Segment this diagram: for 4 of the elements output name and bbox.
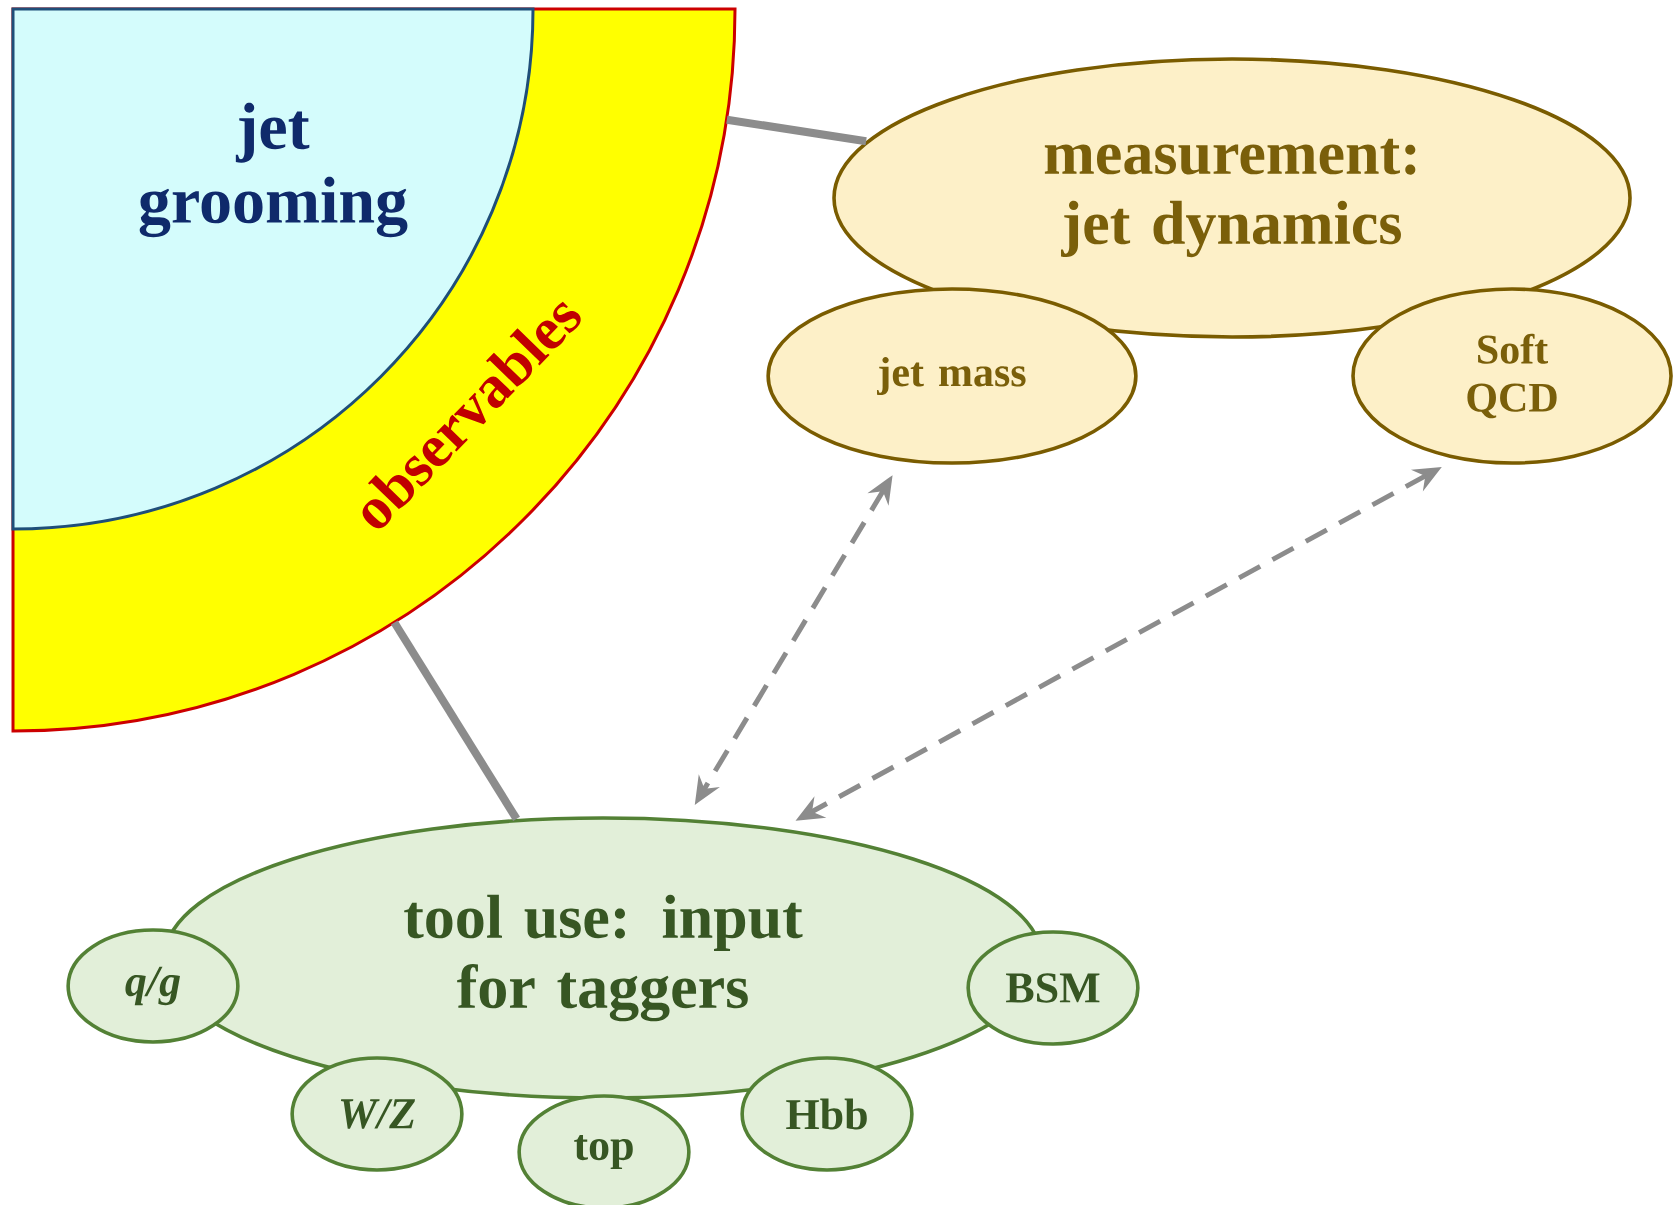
node-label: W/Z [340, 1099, 415, 1129]
connector-line [391, 620, 520, 822]
node-label: measurement: jet dynamics [1044, 138, 1416, 258]
node-label: Hbb [786, 1098, 867, 1130]
